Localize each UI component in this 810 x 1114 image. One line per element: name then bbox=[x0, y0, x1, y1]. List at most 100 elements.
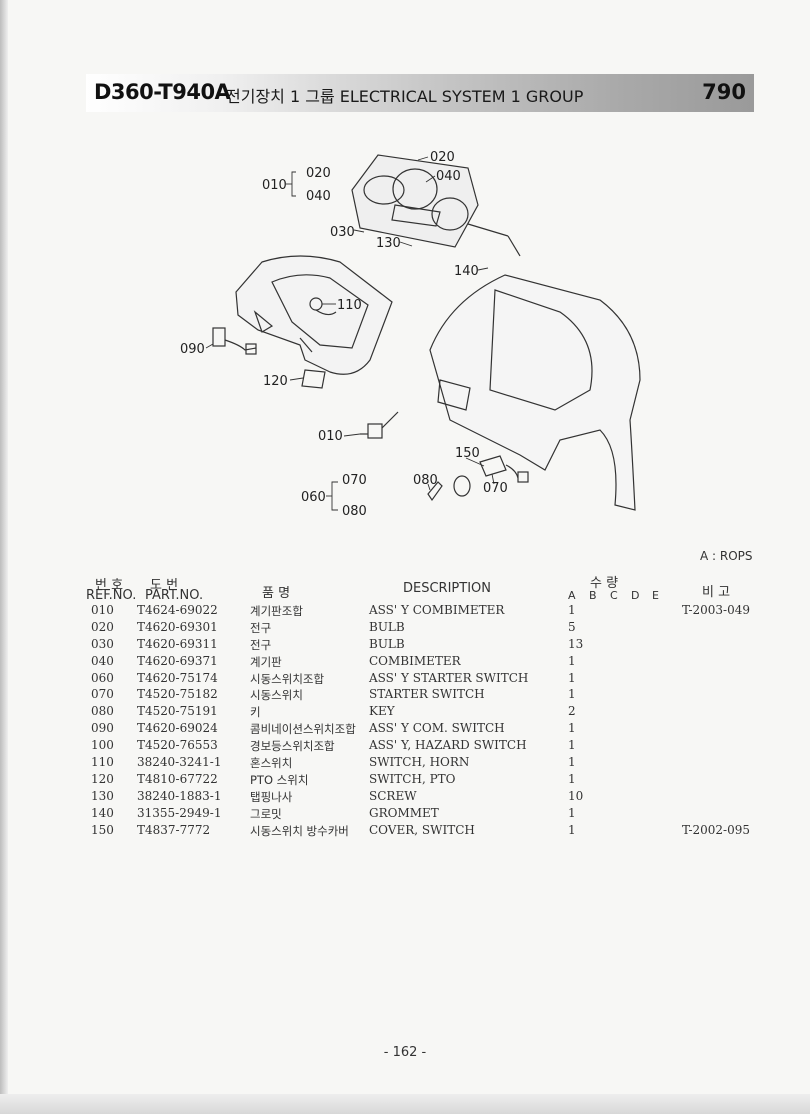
header-part-ko: 도 번 bbox=[150, 578, 179, 593]
quantity: 10 bbox=[568, 788, 584, 803]
quantity: 1 bbox=[568, 603, 576, 617]
model-number: D360-T940A bbox=[94, 80, 231, 104]
part-name-ko: 전구 bbox=[250, 637, 272, 652]
part-no: T4620-69301 bbox=[137, 619, 218, 634]
part-name-ko: 전구 bbox=[250, 620, 272, 635]
header-description: DESCRIPTION bbox=[403, 581, 491, 596]
rops-cover-illustration bbox=[429, 274, 641, 511]
part-no: T4620-75174 bbox=[137, 670, 218, 685]
qty-col-a: A bbox=[568, 589, 576, 602]
combination-switch-illustration bbox=[212, 327, 257, 355]
quantity: 1 bbox=[568, 771, 576, 786]
quantity: 1 bbox=[568, 653, 576, 668]
bulb-socket-illustration bbox=[360, 411, 399, 439]
callout-090: 090 bbox=[180, 342, 205, 357]
callout-080: 080 bbox=[342, 504, 367, 519]
quantity: 1 bbox=[568, 738, 576, 753]
part-name-ko: 계기판조합 bbox=[250, 604, 303, 618]
ref-no: 080 bbox=[91, 704, 114, 719]
description: SCREW bbox=[369, 788, 417, 803]
part-no: T4620-69311 bbox=[137, 636, 218, 651]
callout-110: 110 bbox=[337, 298, 362, 313]
part-name-ko: 경보등스위치조합 bbox=[250, 739, 335, 754]
qty-col-c: C bbox=[610, 589, 618, 602]
starter-switch-illustration bbox=[427, 455, 529, 502]
part-name-ko: 시동스위치 방수카버 bbox=[250, 823, 349, 838]
description: ASS' Y, HAZARD SWITCH bbox=[369, 738, 527, 753]
qty-col-e: E bbox=[652, 589, 659, 602]
quantity: 2 bbox=[568, 704, 576, 719]
part-name-ko: PTO 스위치 bbox=[250, 772, 309, 787]
qty-col-d: D bbox=[631, 589, 640, 602]
exploded-parts-diagram: 010 020 040 020 040 030 130 140 110 090 … bbox=[180, 150, 641, 519]
page-left-edge bbox=[0, 0, 8, 1114]
part-name-ko: 그로밋 bbox=[250, 806, 282, 821]
page-number: - 162 - bbox=[383, 1045, 427, 1060]
ref-no: 120 bbox=[91, 771, 114, 786]
callout-140: 140 bbox=[454, 264, 479, 279]
part-no: 31355-2949-1 bbox=[137, 805, 222, 820]
description: KEY bbox=[369, 704, 395, 719]
callout-040: 040 bbox=[306, 189, 331, 204]
part-no: T4620-69024 bbox=[137, 721, 218, 736]
description: SWITCH, HORN bbox=[369, 755, 470, 770]
ref-no: 130 bbox=[91, 788, 114, 803]
part-no: 38240-3241-1 bbox=[137, 755, 222, 770]
description: SWITCH, PTO bbox=[369, 771, 456, 786]
description: STARTER SWITCH bbox=[369, 687, 485, 702]
header-part-no: PART.NO. bbox=[145, 588, 204, 603]
header-ref-ko: 번 호 bbox=[95, 578, 124, 593]
table-row: 040 T4620-69371 계기판 COMBIMETER 1 bbox=[0, 654, 810, 671]
part-no: 38240-1883-1 bbox=[137, 788, 222, 803]
rops-note: A : ROPS bbox=[700, 549, 753, 563]
description: COMBIMETER bbox=[369, 653, 461, 668]
ref-no: 070 bbox=[91, 687, 114, 702]
callout-120: 120 bbox=[263, 374, 288, 389]
header-ref-no: REF.NO. bbox=[86, 588, 137, 603]
ref-no: 040 bbox=[91, 653, 114, 668]
part-no: T4810-67722 bbox=[137, 771, 218, 786]
part-name-ko: 키 bbox=[250, 705, 261, 720]
description: BULB bbox=[369, 636, 405, 651]
part-name-ko: 콤비네이션스위치조합 bbox=[250, 722, 356, 737]
header-qty-ko: 수 량 bbox=[590, 576, 619, 591]
description: ASS' Y STARTER SWITCH bbox=[369, 670, 529, 685]
quantity: 1 bbox=[568, 721, 576, 736]
remark: T-2003-049 bbox=[682, 603, 751, 617]
callout-040: 040 bbox=[436, 169, 461, 184]
callout-130: 130 bbox=[376, 236, 401, 251]
table-row: 120 T4810-67722 PTO 스위치 SWITCH, PTO 1 bbox=[0, 772, 810, 789]
quantity: 1 bbox=[568, 805, 576, 820]
table-row: 130 38240-1883-1 탭핑나사 SCREW 10 bbox=[0, 789, 810, 806]
section-title: 전기장치 1 그룹 ELECTRICAL SYSTEM 1 GROUP bbox=[226, 87, 584, 106]
part-name-ko: 혼스위치 bbox=[250, 756, 293, 771]
header-remark-ko: 비 고 bbox=[702, 585, 731, 600]
ref-no: 100 bbox=[91, 738, 114, 753]
remark: T-2002-095 bbox=[682, 822, 751, 837]
quantity: 13 bbox=[568, 636, 584, 651]
part-no: T4520-75182 bbox=[137, 687, 218, 702]
ref-no: 060 bbox=[91, 670, 114, 685]
description: BULB bbox=[369, 619, 405, 634]
callout-010: 010 bbox=[318, 429, 343, 444]
part-name-ko: 탭핑나사 bbox=[250, 789, 293, 804]
part-no: T4520-75191 bbox=[137, 704, 218, 719]
callout-060: 060 bbox=[301, 490, 326, 505]
quantity: 1 bbox=[568, 755, 576, 770]
part-no: T4620-69371 bbox=[137, 653, 218, 668]
quantity: 1 bbox=[568, 822, 576, 837]
part-name-ko: 계기판 bbox=[250, 654, 282, 669]
callout-010: 010 bbox=[262, 178, 287, 193]
combimeter-illustration bbox=[351, 154, 521, 257]
instrument-panel-illustration bbox=[235, 255, 393, 375]
pto-switch-illustration bbox=[301, 369, 326, 389]
qty-col-b: B bbox=[589, 589, 597, 602]
